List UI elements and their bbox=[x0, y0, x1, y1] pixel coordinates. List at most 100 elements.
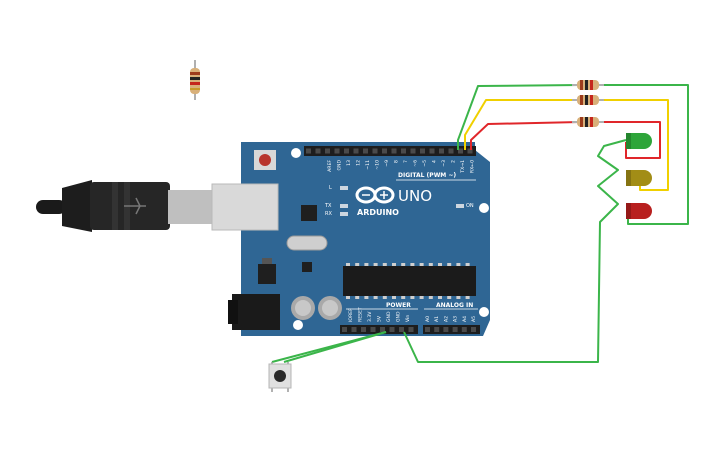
wire-green-5v-b[interactable] bbox=[283, 331, 387, 363]
digital-pin-hole[interactable] bbox=[344, 148, 349, 154]
analog-pin-hole[interactable] bbox=[434, 327, 440, 332]
power-pin-hole[interactable] bbox=[370, 327, 376, 332]
digital-pin-hole[interactable] bbox=[382, 148, 387, 154]
digital-pin-hole[interactable] bbox=[363, 148, 368, 154]
digital-label: DIGITAL (PWM ~) bbox=[398, 172, 456, 179]
wire-yellow-led[interactable] bbox=[598, 99, 669, 191]
arduino-logo-icon bbox=[355, 186, 395, 204]
digital-pin-hole[interactable] bbox=[401, 148, 406, 154]
power-pin-label: GND bbox=[386, 311, 392, 322]
digital-pin-hole[interactable] bbox=[391, 148, 397, 154]
power-pin-hole[interactable] bbox=[408, 327, 414, 332]
rx-label: RX bbox=[325, 211, 332, 217]
atmega-chip bbox=[343, 263, 476, 299]
digital-pin-label: 13 bbox=[346, 160, 352, 166]
wire-red[interactable] bbox=[470, 121, 581, 150]
power-pin-hole[interactable] bbox=[380, 327, 385, 332]
resistor-1[interactable] bbox=[572, 80, 604, 90]
wire-green-ground-loop[interactable] bbox=[598, 84, 689, 225]
digital-pin-hole[interactable] bbox=[448, 148, 454, 154]
digital-pin-label: ~9 bbox=[384, 160, 390, 167]
voltage-regulator bbox=[258, 258, 276, 284]
pushbutton[interactable] bbox=[268, 362, 292, 392]
power-jack bbox=[228, 294, 280, 330]
crystal bbox=[286, 235, 328, 251]
power-label: POWER bbox=[386, 302, 411, 309]
digital-pin-label: ~11 bbox=[365, 160, 371, 170]
digital-pin-hole[interactable] bbox=[410, 148, 416, 154]
power-pin-label: Vin bbox=[405, 315, 411, 322]
digital-pin-label: ~5 bbox=[422, 160, 428, 167]
digital-pin-label: AREF bbox=[327, 160, 333, 172]
digital-pin-hole[interactable] bbox=[458, 148, 463, 154]
digital-pin-hole[interactable] bbox=[439, 148, 444, 154]
analog-pin-label: A0 bbox=[425, 316, 431, 322]
loose-resistor[interactable] bbox=[190, 60, 200, 100]
power-pin-hole[interactable] bbox=[389, 327, 395, 332]
digital-pin-hole[interactable] bbox=[353, 148, 359, 154]
digital-pin-label: 12 bbox=[356, 160, 362, 166]
usb-jack bbox=[211, 183, 279, 231]
analog-header[interactable] bbox=[423, 325, 480, 334]
power-pin-label: RESET bbox=[358, 307, 364, 322]
capacitors bbox=[291, 296, 342, 320]
wire-green-cathodes[interactable] bbox=[403, 139, 627, 363]
digital-pin-label: GND bbox=[337, 160, 343, 171]
resistor-2[interactable] bbox=[572, 95, 604, 105]
power-pin-hole[interactable] bbox=[399, 327, 404, 332]
wire-yellow[interactable] bbox=[464, 99, 580, 150]
wires[interactable] bbox=[271, 84, 689, 363]
digital-pin-hole[interactable] bbox=[467, 148, 473, 154]
power-pin-hole[interactable] bbox=[342, 327, 347, 332]
small-chip bbox=[302, 262, 312, 272]
led-red[interactable] bbox=[626, 203, 652, 219]
reset-button[interactable] bbox=[254, 150, 276, 170]
analog-pin-hole[interactable] bbox=[425, 327, 430, 332]
digital-pin-hole[interactable] bbox=[315, 148, 321, 154]
power-pin-hole[interactable] bbox=[351, 327, 357, 332]
on-label: ON bbox=[466, 203, 474, 209]
model-text: UNO bbox=[398, 187, 432, 205]
brand-text: ARDUINO bbox=[357, 208, 399, 217]
digital-pin-hole[interactable] bbox=[429, 148, 435, 154]
digital-pin-label: RX←0 bbox=[470, 160, 476, 173]
analog-pin-label: A5 bbox=[471, 316, 477, 322]
digital-pin-label: 4 bbox=[432, 160, 438, 163]
digital-pin-label: 7 bbox=[403, 160, 409, 163]
digital-pin-label: ~6 bbox=[413, 160, 419, 167]
digital-pin-hole[interactable] bbox=[420, 148, 425, 154]
led-yellow[interactable] bbox=[626, 170, 652, 186]
digital-pin-hole[interactable] bbox=[325, 148, 330, 154]
analog-pin-hole[interactable] bbox=[471, 327, 476, 332]
digital-pin-label: ~3 bbox=[441, 160, 447, 167]
tx-label: TX bbox=[324, 203, 332, 209]
power-pin-label: IOREF bbox=[348, 308, 354, 322]
wire-green-top[interactable] bbox=[457, 84, 581, 150]
analog-pin-hole[interactable] bbox=[452, 327, 458, 332]
analog-pin-label: A3 bbox=[453, 316, 459, 322]
power-pin-label: 5V bbox=[377, 315, 383, 322]
analog-pin-label: A2 bbox=[443, 316, 449, 322]
digital-header[interactable] bbox=[304, 146, 476, 156]
digital-pin-hole[interactable] bbox=[334, 148, 340, 154]
power-pin-hole[interactable] bbox=[361, 327, 366, 332]
resistor-3[interactable] bbox=[572, 117, 604, 127]
led-green[interactable] bbox=[626, 133, 652, 149]
digital-pin-label: 2 bbox=[451, 160, 457, 163]
digital-pin-label: TX→1 bbox=[460, 160, 466, 174]
digital-pin-hole[interactable] bbox=[306, 148, 311, 154]
status-leds bbox=[340, 186, 464, 216]
digital-pin-hole[interactable] bbox=[372, 148, 378, 154]
analog-pin-hole[interactable] bbox=[461, 327, 467, 332]
analog-label: ANALOG IN bbox=[436, 302, 473, 309]
l-label: L bbox=[329, 185, 332, 191]
power-pin-label: 3.3V bbox=[367, 311, 373, 322]
power-header[interactable] bbox=[340, 325, 418, 334]
wire-red-led[interactable] bbox=[598, 121, 661, 159]
analog-pin-hole[interactable] bbox=[443, 327, 449, 332]
analog-pin-label: A1 bbox=[434, 316, 440, 322]
digital-pin-label: 8 bbox=[394, 160, 400, 163]
usb-chip bbox=[301, 205, 317, 221]
